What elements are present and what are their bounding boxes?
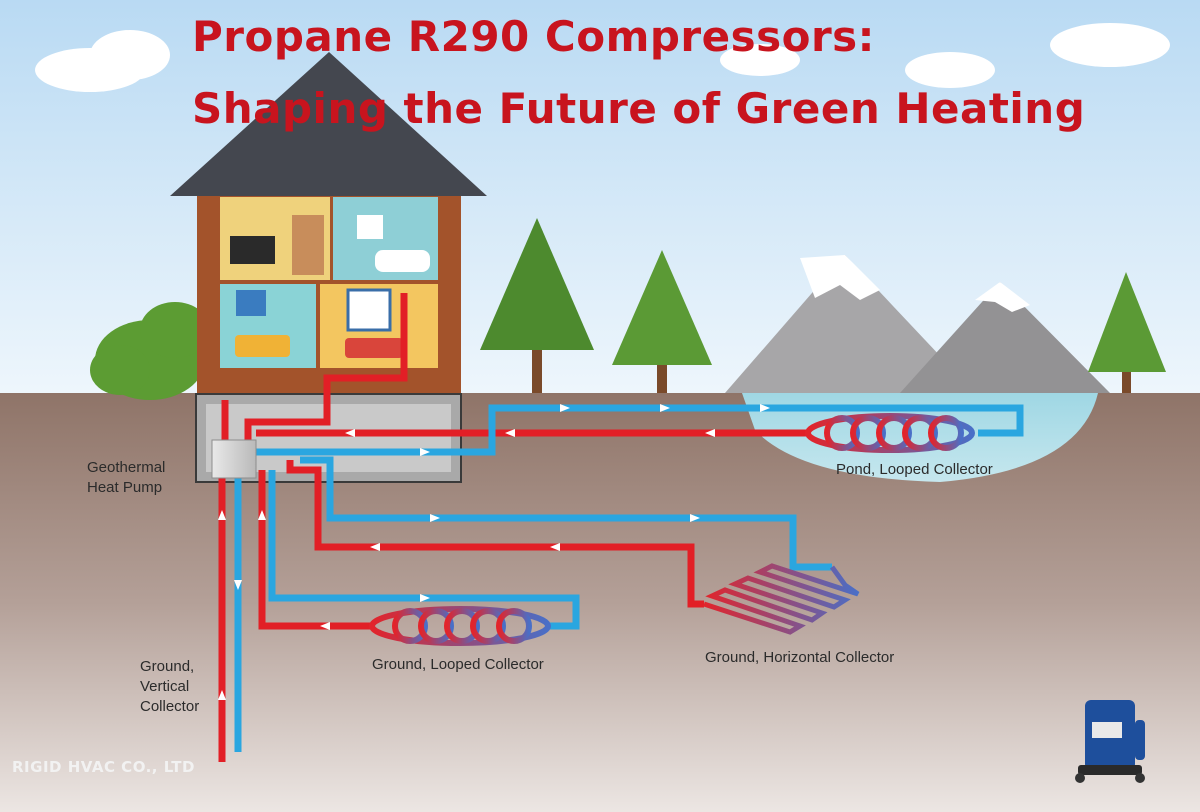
label-ground-horizontal-collector: Ground, Horizontal Collector [705, 649, 895, 666]
brand-watermark: RIGID HVAC CO., LTD [12, 758, 195, 776]
flow-arrows [218, 404, 770, 700]
supply-pipes [234, 404, 1024, 752]
mountains [725, 255, 1110, 393]
trees [480, 218, 1166, 393]
label-line: Vertical [140, 678, 190, 695]
bush [90, 302, 210, 400]
label-line: Geothermal [87, 459, 166, 476]
geothermal-heat-pump-unit [211, 439, 257, 479]
compressor-icon [1075, 700, 1145, 783]
label-ground-vertical-collector: Ground, Vertical Collector [140, 657, 199, 717]
clouds [35, 23, 1170, 92]
page-title-line-1: Propane R290 Compressors: [192, 12, 875, 61]
label-line: Heat Pump [87, 479, 163, 496]
label-geothermal-heat-pump: Geothermal Heat Pump [87, 458, 165, 498]
label-ground-looped-collector: Ground, Looped Collector [372, 656, 544, 673]
label-line: Collector [140, 698, 200, 715]
label-pond-looped-collector: Pond, Looped Collector [836, 461, 993, 478]
label-line: Ground, [140, 658, 195, 675]
horizontal-collector [703, 563, 860, 635]
coils [369, 413, 975, 646]
page-title-line-2: Shaping the Future of Green Heating [192, 84, 1086, 133]
house [170, 52, 487, 396]
pond [742, 393, 1098, 482]
